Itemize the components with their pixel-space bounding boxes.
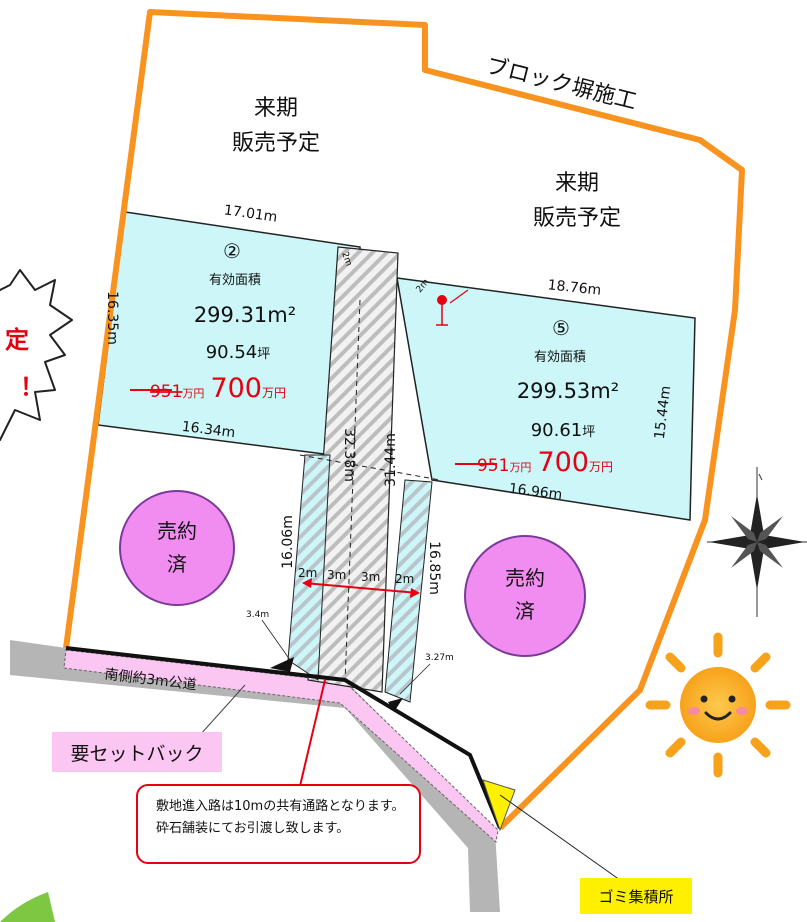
driveway-width-3m-right: 3m: [361, 570, 380, 584]
lot-2-dim-top: 17.01m: [223, 202, 278, 225]
driveway-len-right: 31.44m: [383, 433, 399, 487]
access-road-note: 敷地進入路は10mの共有通路となります。 砕石舗装にてお引渡し致します。: [136, 784, 421, 864]
burst-line2: ！: [20, 373, 44, 401]
lot-5-area: [396, 277, 696, 521]
driveway-width-2m-left: 2m: [298, 566, 317, 580]
burst-line1: 定: [5, 326, 29, 354]
gomi-leader: [499, 794, 621, 881]
sold-left-line1: 売約: [157, 519, 197, 543]
lot-upper-left: [125, 12, 425, 273]
sold-badge-left: [119, 490, 235, 606]
driveway-side-right: 16.85m: [426, 541, 442, 595]
setback-label: 要セットバック: [52, 732, 222, 772]
corner-left-leader: [261, 619, 291, 661]
driveway-left: [287, 454, 331, 681]
corner-decoration: [0, 892, 55, 922]
sold-right-line1: 売約: [505, 566, 545, 590]
driveway-width-3m-left: 3m: [327, 568, 346, 582]
corner-right-leader: [399, 663, 431, 695]
note-line-1: 敷地進入路は10mの共有通路となります。: [156, 799, 405, 814]
lot-2-area: 299.31m²: [194, 303, 296, 327]
north-flag-icon: [436, 289, 469, 326]
lot-5-area: 299.53m²: [517, 379, 619, 403]
setback-leader: [199, 684, 246, 736]
lot-2-tsubo: 90.54坪: [206, 342, 271, 363]
lot-5-dim-right: 15.44m: [652, 385, 674, 440]
corner-left-mark: [270, 657, 294, 672]
sold-badge-right: [464, 535, 586, 657]
driveway-side-left: 16.06m: [280, 515, 296, 569]
south-boundary: [65, 646, 502, 829]
driveway-right: [384, 479, 433, 703]
lot-2-dim-bottom: 16.34m: [181, 419, 236, 441]
upper-left-sale-plan: 販売予定: [232, 131, 320, 156]
driveway-width-2m-right: 2m: [395, 572, 414, 586]
price-burst: [0, 269, 73, 441]
sold-right-line2: 済: [515, 599, 535, 623]
upper-right-next-term: 来期: [555, 171, 599, 196]
lot-2-dim-left: 16.35m: [104, 291, 120, 345]
property-boundary: [63, 9, 745, 831]
corner-left: 3.4m: [246, 610, 269, 620]
corner-right-mark: [388, 698, 403, 712]
dashed-line: [344, 299, 361, 683]
lot-5-dim-bottom: 16.96m: [508, 481, 563, 503]
corner-right: 3.27m: [425, 653, 454, 663]
width-arrow: [302, 578, 420, 598]
public-road: [10, 640, 500, 912]
lot-5-area-title: 有効面積: [534, 350, 586, 365]
compass-rose-icon: [707, 467, 807, 617]
lot-5-dim-top: 18.76m: [547, 277, 602, 299]
sold-left-line2: 済: [167, 552, 187, 576]
garbage-station-label: ゴミ集積所: [580, 878, 692, 914]
garbage-station-area: [482, 779, 516, 832]
note-leader: [299, 679, 326, 787]
dashed-line: [299, 454, 441, 481]
driveway-len-left: 32.38m: [341, 428, 357, 482]
upper-right-sale-plan: 販売予定: [533, 206, 621, 231]
lot-2-number: ②: [223, 239, 241, 263]
sun-icon: [645, 632, 791, 778]
upper-left-next-term: 来期: [254, 96, 298, 121]
lot-2-corner-cut: 2m: [339, 251, 353, 268]
lot-2-area-title: 有効面積: [209, 273, 261, 288]
lot-5-number: ⑤: [552, 316, 570, 340]
lot-5-tsubo: 90.61坪: [531, 420, 596, 441]
note-line-2: 砕石舗装にてお引渡し致します。: [156, 821, 350, 836]
